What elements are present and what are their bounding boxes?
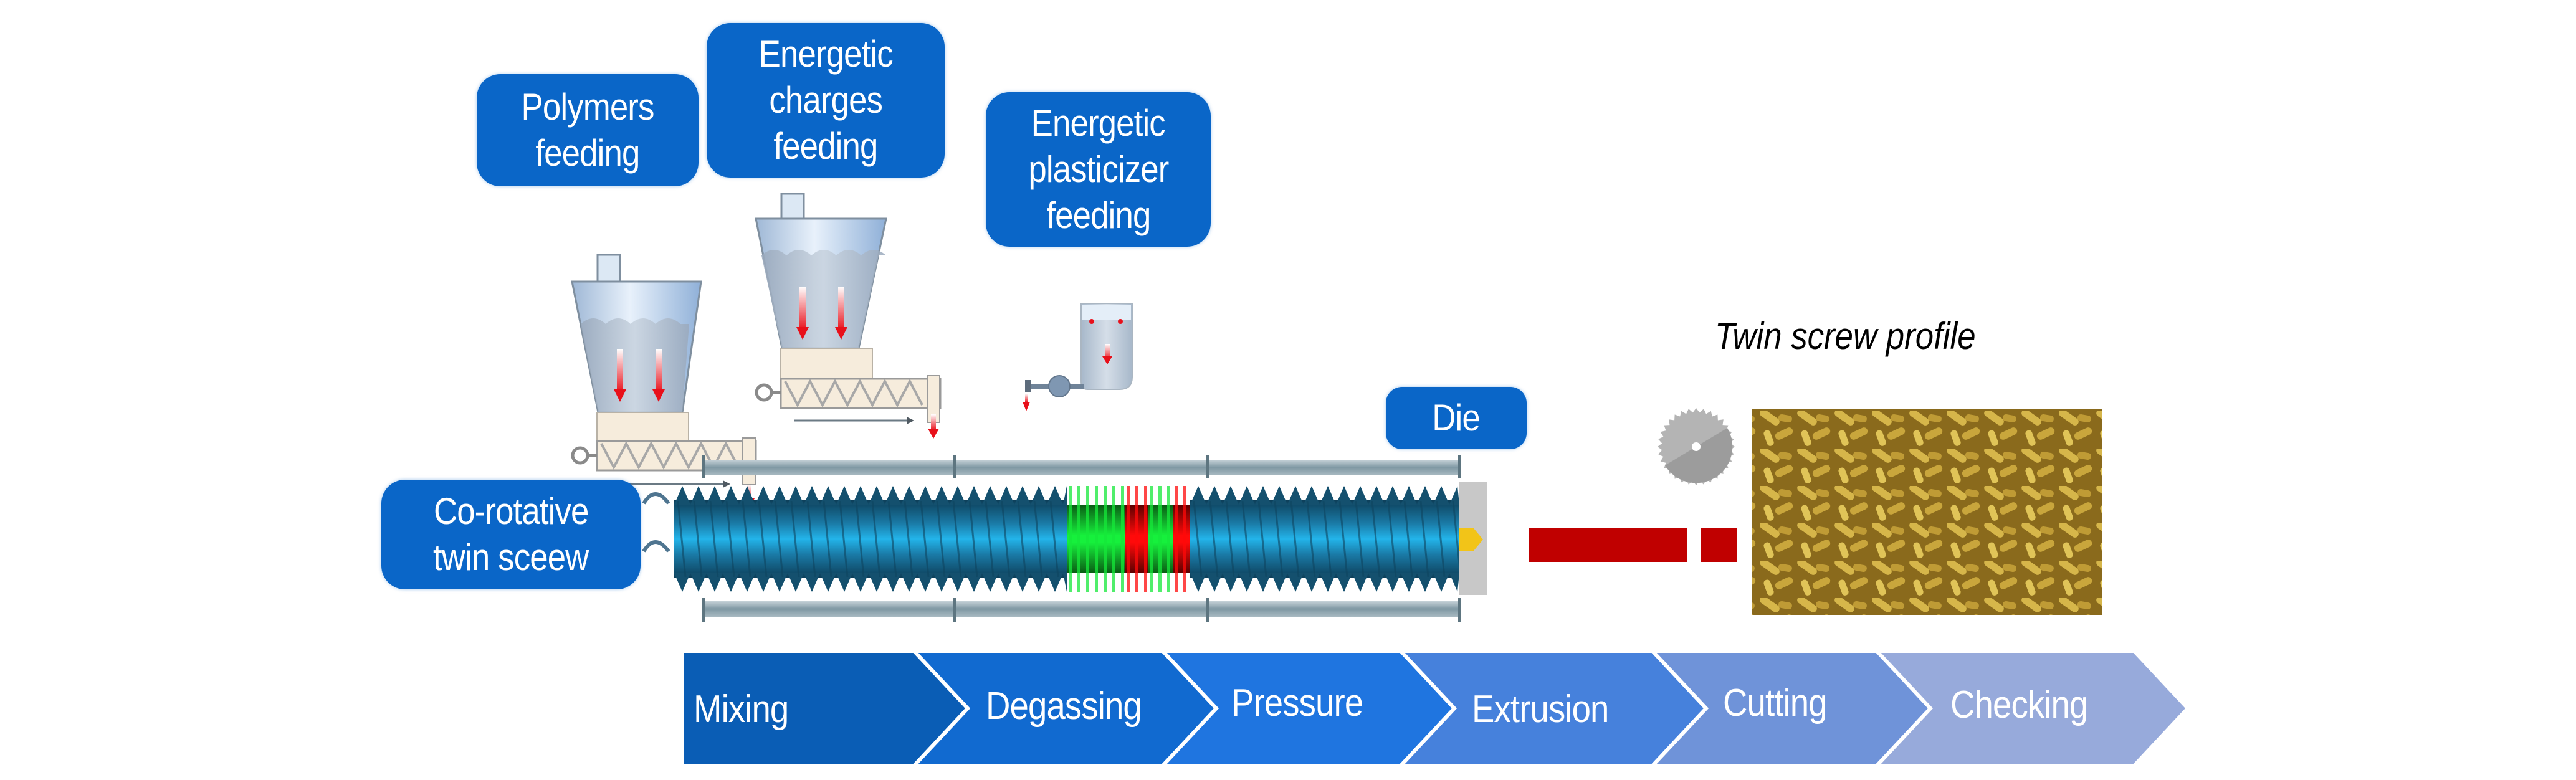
screw-conveying-section xyxy=(674,500,1067,578)
process-step-arrow xyxy=(1872,649,2191,768)
step-degassing: Degassing xyxy=(986,685,1142,728)
plasticizer-tank-icon xyxy=(1023,303,1133,411)
twin-screw-profile-caption: Twin screw profile xyxy=(1715,315,1976,357)
step-checking: Checking xyxy=(1950,683,2088,726)
label-line: plasticizer xyxy=(1028,148,1169,190)
twin-screw xyxy=(674,486,1462,592)
process-steps xyxy=(680,649,2191,768)
rotation-arrows-icon xyxy=(642,492,670,553)
step-extrusion: Extrusion xyxy=(1472,688,1609,731)
step-cutting: Cutting xyxy=(1723,682,1828,725)
label-line: Energetic xyxy=(758,33,893,75)
die-nozzle-icon xyxy=(1459,528,1483,551)
extrudate-strand xyxy=(1529,528,1687,562)
polymers-feeder-icon xyxy=(571,254,757,508)
energetic-charges-feeder-icon xyxy=(755,193,942,439)
co-rotative-twin-screw-label: Co-rotative twin sceew xyxy=(381,480,641,589)
die-label: Die xyxy=(1386,387,1527,449)
energetic-charges-feeding-label: Energetic charges feeding xyxy=(707,23,945,178)
pellets-image xyxy=(1752,409,2102,615)
screw-flights xyxy=(1190,486,1459,592)
step-pressure: Pressure xyxy=(1231,682,1363,725)
saw-blade-icon xyxy=(1658,408,1735,485)
label-line: feeding xyxy=(773,125,878,167)
extrudate-pellet xyxy=(1701,528,1737,562)
screw-flights xyxy=(674,486,1067,592)
step-mixing: Mixing xyxy=(694,688,789,731)
barrel xyxy=(702,455,1461,622)
label-line: charges xyxy=(769,79,883,121)
label-line: twin sceew xyxy=(433,536,589,578)
energetic-plasticizer-feeding-label: Energetic plasticizer feeding xyxy=(986,92,1211,247)
label-line: feeding xyxy=(1046,194,1151,236)
label-line: Polymers xyxy=(521,86,654,128)
label-line: Energetic xyxy=(1031,102,1166,144)
polymers-feeding-label: Polymers feeding xyxy=(477,74,699,186)
label-line: Die xyxy=(1432,397,1481,439)
label-line: feeding xyxy=(535,132,640,174)
label-line: Co-rotative xyxy=(433,490,589,532)
